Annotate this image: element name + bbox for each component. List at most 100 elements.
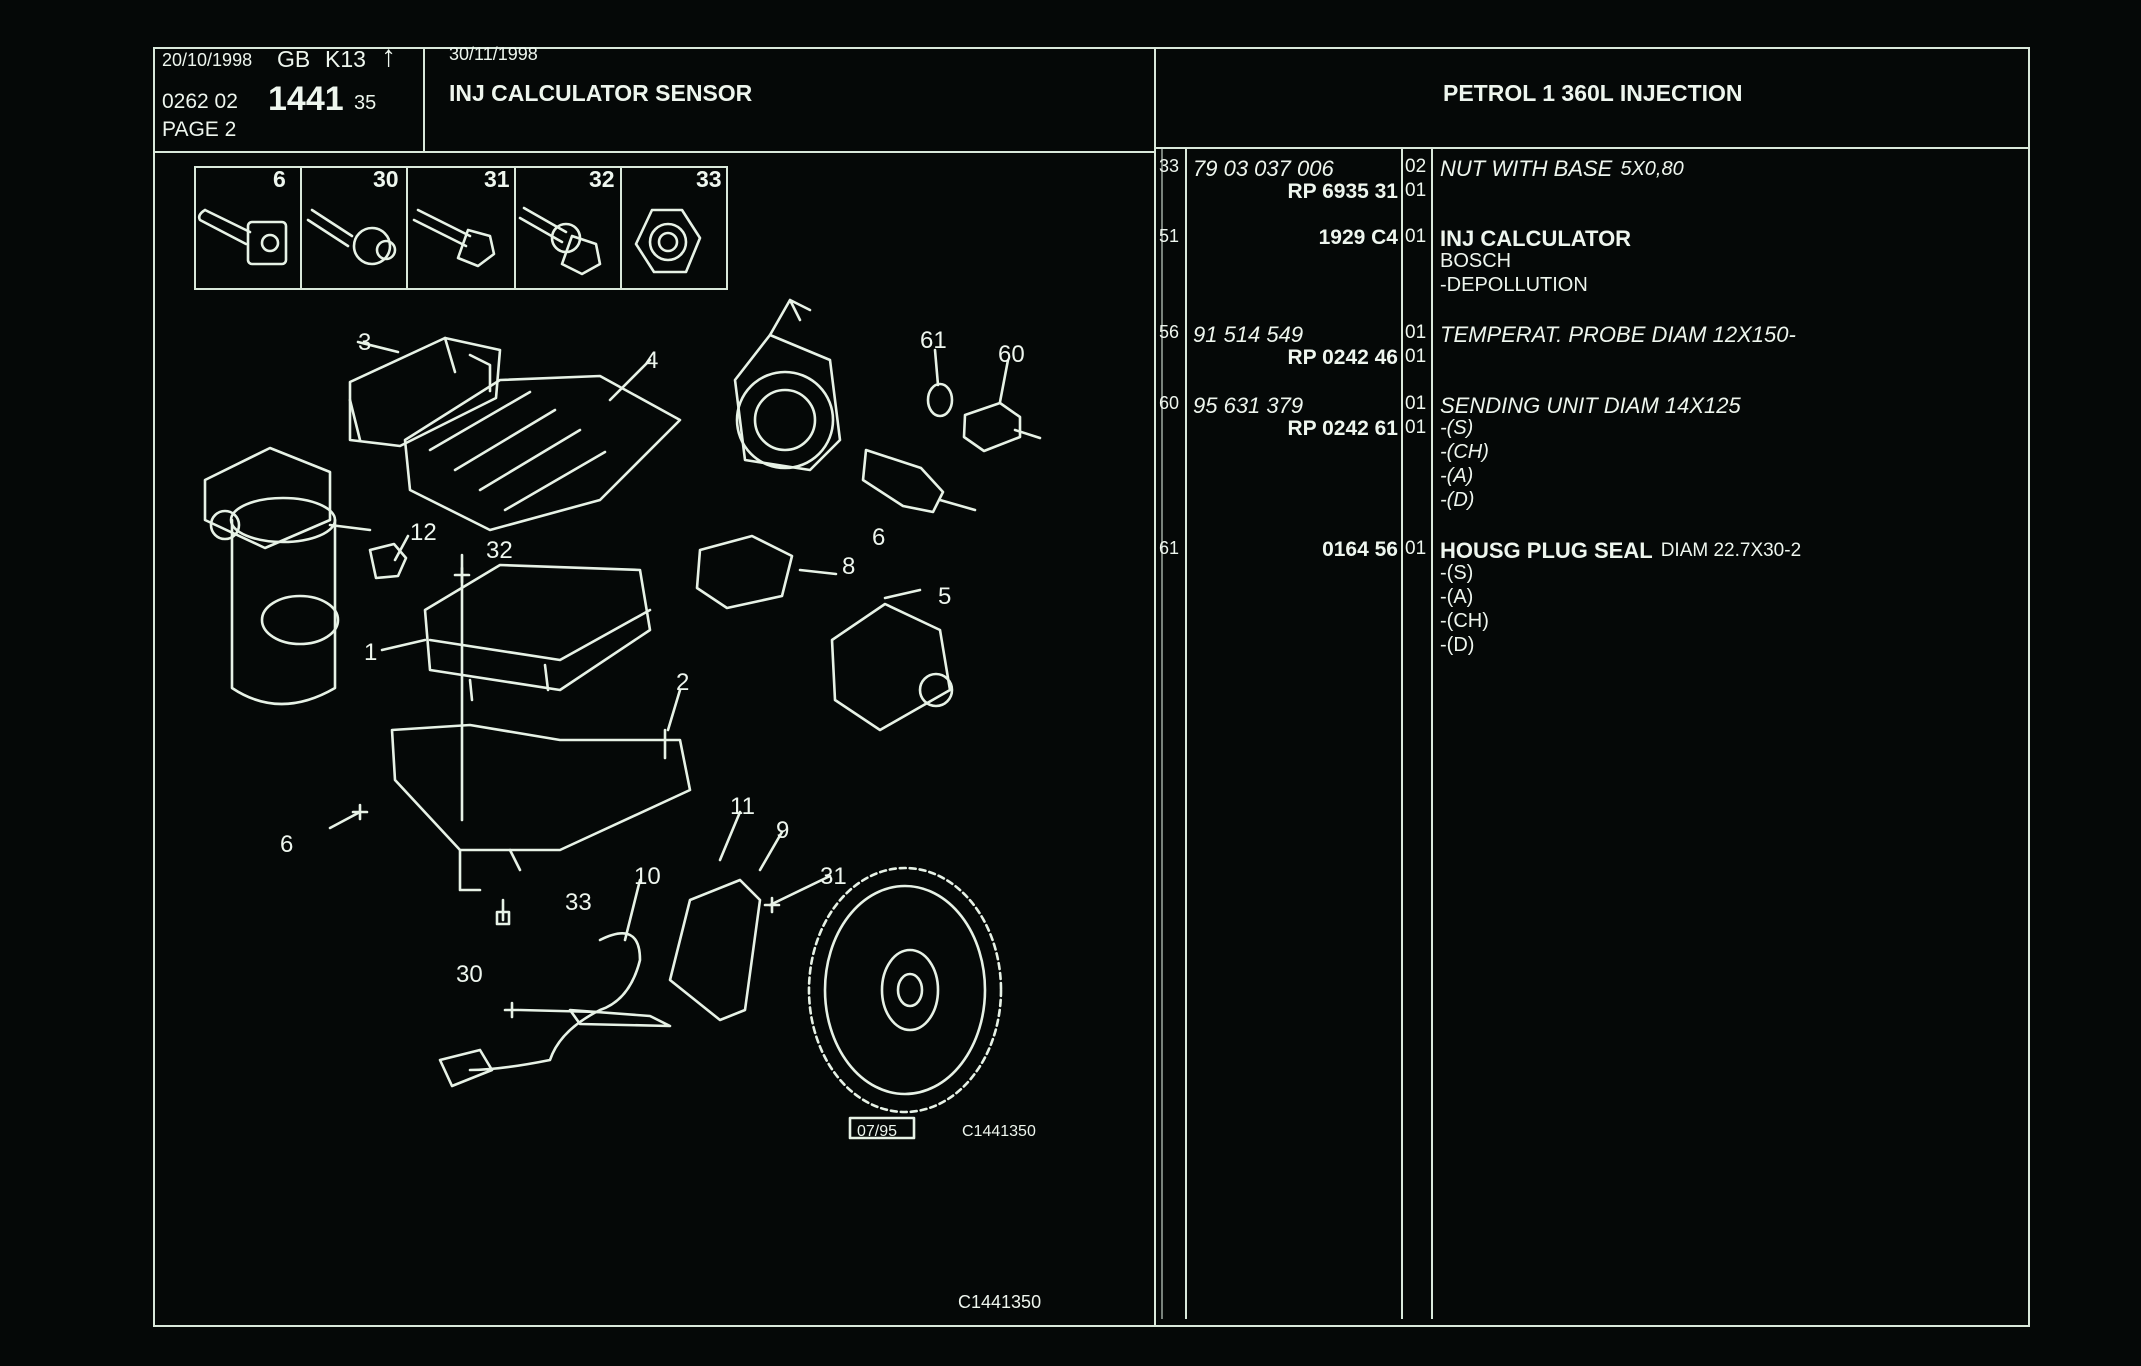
throttle-body-part xyxy=(733,298,842,472)
part-subline: -(D) xyxy=(1440,634,1475,656)
part-ref: 60 xyxy=(1159,393,1180,413)
hex-bolt-icon xyxy=(412,208,496,268)
part-subline: -(S) xyxy=(1440,417,1474,439)
thumb-label: 6 xyxy=(273,166,286,192)
sensor-bracket-part xyxy=(668,878,762,1022)
stud-bolt-icon xyxy=(518,206,602,276)
plug-seal-part xyxy=(926,382,954,418)
part-qty: 01 xyxy=(1405,226,1427,247)
callout-label: 12 xyxy=(410,519,437,546)
col-line-ref-b xyxy=(1161,147,1163,1319)
page-title: INJ CALCULATOR SENSOR xyxy=(449,80,753,106)
parts-sheet-frame xyxy=(153,47,2030,1327)
part-number: 95 631 379 xyxy=(1193,393,1304,418)
part-ref: 51 xyxy=(1159,226,1180,246)
header-arrow-icon: ↑ xyxy=(381,40,396,73)
callout-label: 1 xyxy=(364,639,377,666)
callout-label: 32 xyxy=(486,537,513,564)
hex-nut-icon xyxy=(634,208,702,274)
callout-label: 61 xyxy=(920,327,947,354)
diagram-code: C1441350 xyxy=(962,1123,1036,1140)
part-description: INJ CALCULATOR xyxy=(1440,226,1632,251)
part-subline: -(S) xyxy=(1440,562,1474,584)
footer-code: C1441350 xyxy=(958,1292,1042,1312)
part-rp: RP 0242 46 xyxy=(1287,346,1398,369)
callout-label: 4 xyxy=(645,347,658,374)
callout-label: 30 xyxy=(456,961,483,988)
header-region: GB xyxy=(277,46,311,72)
part-size: 5X0,80 xyxy=(1620,158,1684,180)
thumb-divider xyxy=(406,166,408,290)
part-ref: 61 xyxy=(1159,538,1180,558)
part-rp: 0164 56 xyxy=(1322,538,1398,561)
connector-part xyxy=(695,534,794,610)
header-ref-b: 35 xyxy=(354,92,377,114)
thumb-label: 30 xyxy=(373,166,399,192)
thumb-divider xyxy=(514,166,516,290)
inj-calculator-part xyxy=(423,563,652,702)
part-subline: -(CH) xyxy=(1440,441,1489,463)
part-number: 79 03 037 006 xyxy=(1193,156,1334,181)
part-qty: 02 xyxy=(1405,156,1427,177)
part-ref: 33 xyxy=(1159,156,1180,176)
header-ref-a: 0262 02 xyxy=(162,90,238,113)
thumb-label: 32 xyxy=(589,166,615,192)
part-qty: 01 xyxy=(1405,538,1427,559)
callout-label: 8 xyxy=(842,553,855,580)
header-divider-left xyxy=(153,151,1154,153)
thumb-divider xyxy=(620,166,622,290)
part-qty: 01 xyxy=(1405,322,1427,343)
part-description: SENDING UNIT DIAM 14X125 xyxy=(1440,393,1741,418)
callout-label: 60 xyxy=(998,341,1025,368)
flange-bolt-icon xyxy=(306,208,397,266)
col-line-ref xyxy=(1185,147,1187,1319)
part-description: TEMPERAT. PROBE DIAM 12X150- xyxy=(1440,322,1796,347)
calculator-housing-part xyxy=(403,374,682,532)
part-number: 91 514 549 xyxy=(1193,322,1304,347)
header-divider-right xyxy=(1154,147,2030,149)
callout-label: 9 xyxy=(776,817,789,844)
crank-sensor-cable-part xyxy=(438,932,672,1088)
main-divider xyxy=(1154,47,1156,1327)
part-qty: 01 xyxy=(1405,180,1427,201)
callout-label: 11 xyxy=(730,793,755,820)
col-line-qty xyxy=(1431,147,1433,1319)
header-ref-big: 1441 xyxy=(268,80,344,118)
sending-unit-part xyxy=(962,401,1042,453)
air-filter-part xyxy=(203,446,372,706)
temperature-probe-part xyxy=(861,448,977,514)
date-stamp-box xyxy=(848,1116,916,1140)
header-date2: 30/11/1998 xyxy=(449,44,538,64)
part-qty: 01 xyxy=(1405,393,1427,414)
callout-label: 10 xyxy=(634,863,661,890)
header-code: K13 xyxy=(325,46,366,72)
part-subline: -DEPOLLUTION xyxy=(1440,274,1588,296)
screw-plate-icon xyxy=(197,208,288,266)
part-rp: 1929 C4 xyxy=(1318,226,1398,249)
part-qty: 01 xyxy=(1405,417,1427,438)
part-subline: -(CH) xyxy=(1440,610,1489,632)
fastener-square-icon xyxy=(495,910,511,926)
part-qty: 01 xyxy=(1405,346,1427,367)
leader-lines xyxy=(328,340,1010,1014)
part-rp: RP 0242 61 xyxy=(1287,417,1398,440)
pressure-sensor-part xyxy=(830,602,954,732)
callout-label: 3 xyxy=(358,329,371,356)
hardware-thumb-strip xyxy=(194,166,728,290)
callout-label: 5 xyxy=(938,583,951,610)
part-subline: -(A) xyxy=(1440,465,1474,487)
part-ref: 56 xyxy=(1159,322,1180,342)
part-description: NUT WITH BASE xyxy=(1440,156,1613,181)
flywheel-part xyxy=(807,866,1003,1114)
mounting-plate-part xyxy=(390,723,692,892)
page-right-title: PETROL 1 360L INJECTION xyxy=(1443,80,1743,106)
thumb-divider xyxy=(300,166,302,290)
callout-label: 2 xyxy=(676,669,689,696)
header-date1: 20/10/1998 xyxy=(162,50,253,70)
date-stamp: 07/95 xyxy=(857,1123,897,1140)
part-subline: -(D) xyxy=(1440,489,1475,511)
col-line-number xyxy=(1401,147,1403,1319)
part-subline: BOSCH xyxy=(1440,250,1512,272)
